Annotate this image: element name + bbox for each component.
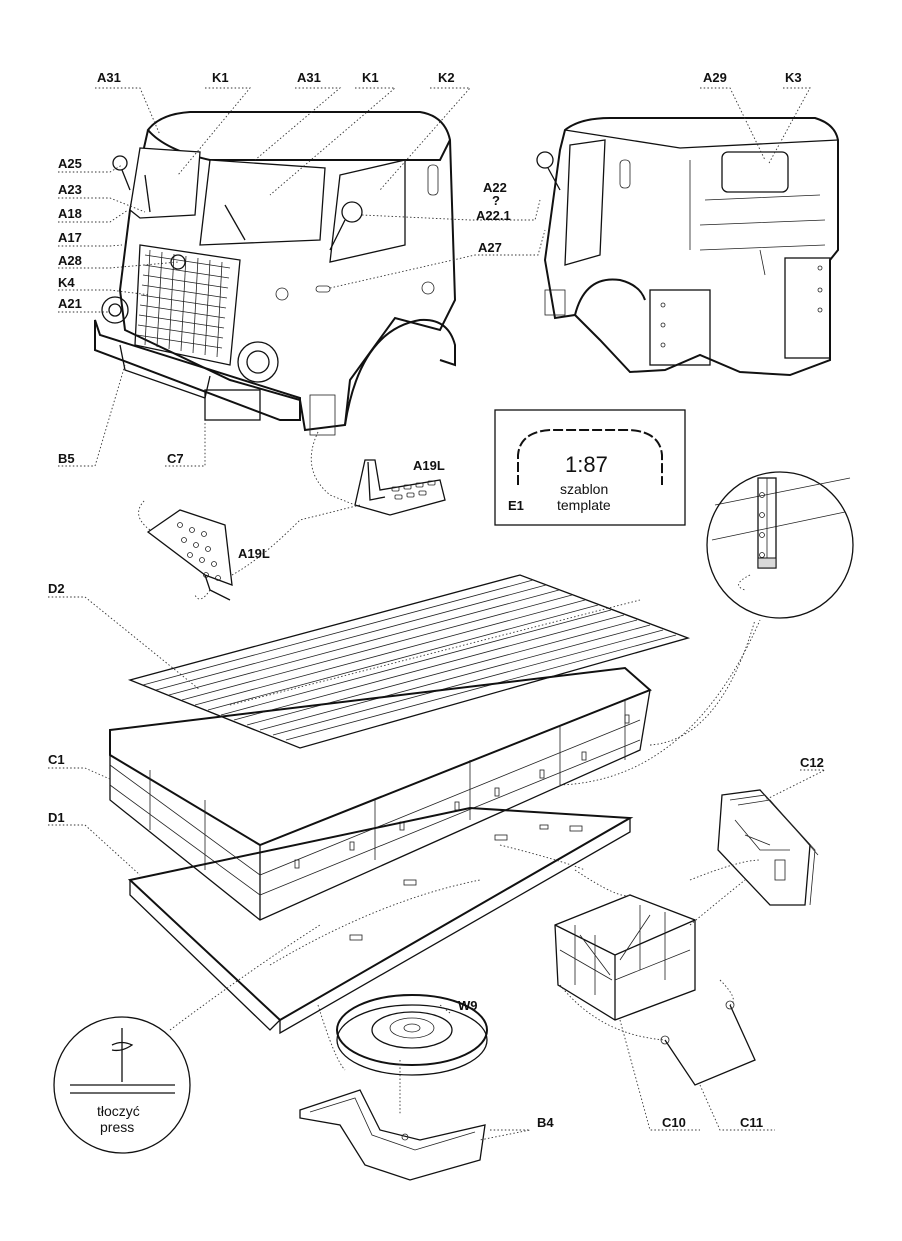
cargo-box-c1 [109,666,652,921]
step-part-upper [354,459,446,516]
label-a18: A18 [58,206,82,221]
pin-detail-circle [706,471,854,619]
label-b4: B4 [537,1115,554,1130]
label-a22: A22 [483,180,507,195]
jerry-cans-c12 [717,789,819,906]
press-detail-circle [53,1016,191,1154]
label-k4: K4 [58,275,75,290]
wheel-carrier-b4 [299,1089,486,1181]
label-a27: A27 [478,240,502,255]
step-part-lower [146,509,233,601]
label-a31-left: A31 [97,70,121,85]
spare-wheel-w9 [336,994,488,1076]
bracket-c11 [660,1000,756,1086]
label-k1-right: K1 [362,70,379,85]
label-a19l-upper: A19L [413,458,445,473]
label-a17: A17 [58,230,82,245]
label-k1-left: K1 [212,70,229,85]
label-c12: C12 [800,755,824,770]
label-a25: A25 [58,156,82,171]
template-line1: szablon [560,481,608,497]
label-a21: A21 [58,296,82,311]
template-scale: 1:87 [565,452,608,477]
label-a31-right: A31 [297,70,321,85]
label-k2: K2 [438,70,455,85]
label-a19l-lower: A19L [238,546,270,561]
label-c7: C7 [167,451,184,466]
label-a28: A28 [58,253,82,268]
label-a29: A29 [703,70,727,85]
label-a22-question: ? [492,193,500,208]
label-a23: A23 [58,182,82,197]
label-c10: C10 [662,1115,686,1130]
front-cab-drawing [94,111,457,436]
leader-lines [48,87,826,1141]
label-a22-1: A22.1 [476,208,511,223]
press-line2: press [100,1119,134,1135]
template-box [494,409,686,526]
label-k3: K3 [785,70,802,85]
press-line1: tłoczyć [97,1103,140,1119]
label-w9: W9 [458,998,478,1013]
template-line2: template [557,497,611,513]
label-d2: D2 [48,581,65,596]
base-frame-d1 [127,806,634,1035]
label-c1: C1 [48,752,65,767]
template-part-e1: E1 [508,498,524,513]
floor-planks-d2 [127,574,691,749]
label-d1: D1 [48,810,65,825]
label-c11: C11 [740,1115,763,1130]
label-b5: B5 [58,451,75,466]
part-labels: A31 K1 A31 K1 K2 A29 K3 A25 A23 A18 A17 … [48,70,824,1135]
spare-cage-c10 [554,894,696,1021]
rear-cab-drawing [536,117,839,377]
